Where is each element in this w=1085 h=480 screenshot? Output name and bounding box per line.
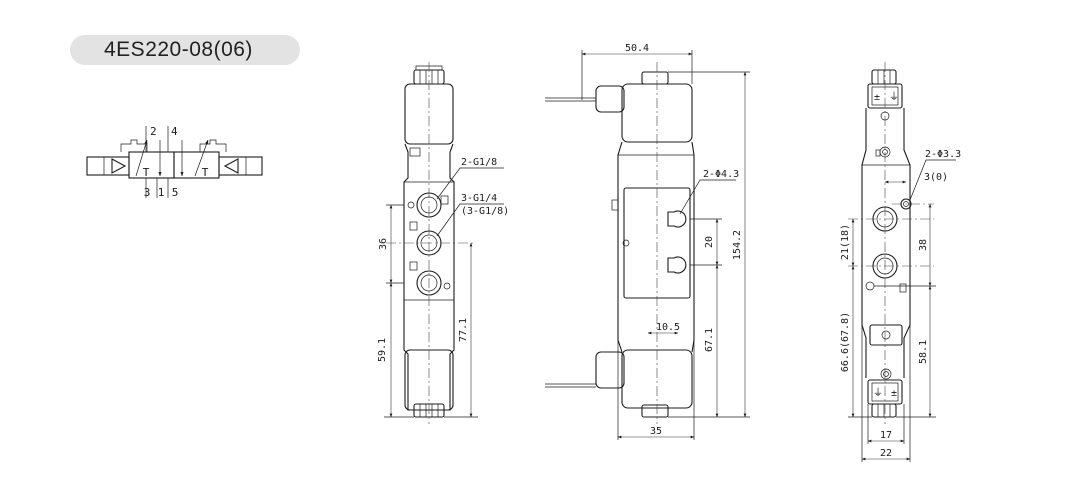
exhaust-mark-left: T <box>143 166 150 179</box>
end-view: ± ⏚ ⏚ ± 2-Φ3.3 3(0) 2 <box>840 62 961 462</box>
dim-22: 22 <box>880 448 892 459</box>
port-label-3: 3 <box>144 186 151 199</box>
valve-symbol: T T 2 4 3 1 5 <box>86 125 263 199</box>
port-label-5: 5 <box>172 186 179 199</box>
label-3-g1-4: 3-G1/4 <box>461 193 497 204</box>
model-title: 4ES220-08(06) <box>104 38 253 61</box>
port-label-1: 1 <box>158 186 165 199</box>
dim-10-5: 10.5 <box>656 322 680 333</box>
polarity-mark-bottom: ± <box>891 388 897 399</box>
dim-77-1: 77.1 <box>458 318 469 342</box>
label-2-phi-4-3: 2-Φ4.3 <box>703 169 739 180</box>
dim-154-2: 154.2 <box>732 230 743 260</box>
dim-17: 17 <box>880 430 892 441</box>
dim-50-4: 50.4 <box>625 43 649 54</box>
dim-66-6-67-8: 66.6(67.8) <box>840 312 851 372</box>
polarity-mark-top: ± <box>874 92 880 103</box>
dim-67-1: 67.1 <box>704 328 715 352</box>
dim-3-0: 3(0) <box>924 172 948 183</box>
dim-21-18: 21(18) <box>840 224 851 260</box>
ground-mark-bottom: ⏚ <box>873 387 883 399</box>
dim-58-1: 58.1 <box>918 340 929 364</box>
front-view: 2-G1/8 3-G1/4 (3-G1/8) 36 59.1 77.1 <box>377 62 509 424</box>
port-label-4: 4 <box>171 125 178 138</box>
valve-box-right <box>173 151 220 179</box>
exhaust-mark-right: T <box>202 166 209 179</box>
port-label-2: 2 <box>150 125 157 138</box>
dim-38: 38 <box>918 239 929 251</box>
label-2-g1-8: 2-G1/8 <box>461 157 497 168</box>
dim-36: 36 <box>378 238 389 250</box>
label-2-phi-3-3: 2-Φ3.3 <box>925 149 961 160</box>
ground-mark-top: ⏚ <box>889 91 899 103</box>
side-view: 50.4 2-Φ4.3 20 154.2 67.1 10.5 35 <box>545 43 750 440</box>
label-3-g1-8: (3-G1/8) <box>461 206 509 217</box>
dim-59-1: 59.1 <box>377 338 388 362</box>
dim-20: 20 <box>704 236 715 248</box>
dim-35: 35 <box>650 426 662 437</box>
valve-box-left <box>128 151 175 179</box>
model-title-pill: 4ES220-08(06) <box>70 35 300 65</box>
